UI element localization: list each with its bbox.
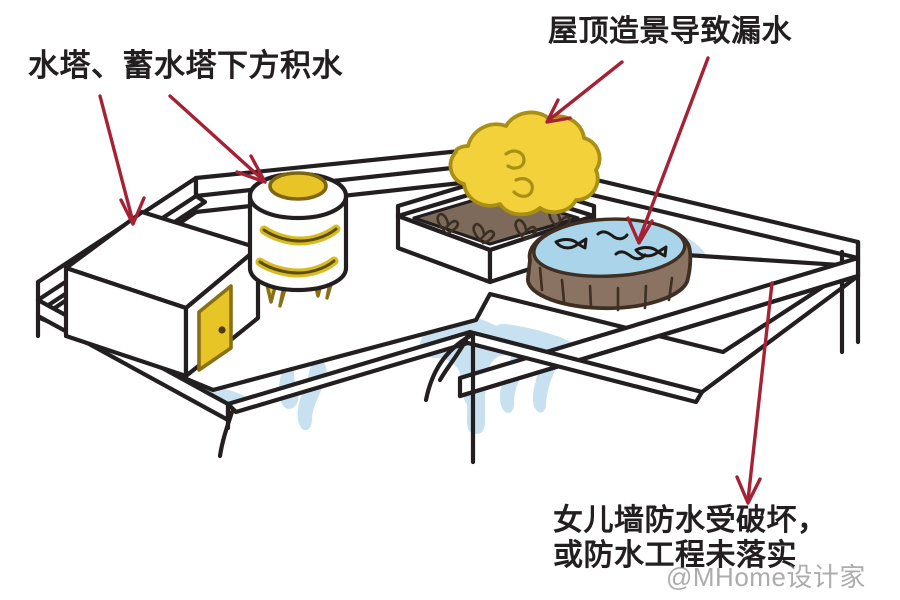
planter-sprouts xyxy=(436,208,572,245)
tank-lid xyxy=(268,171,328,201)
parapet-lower-right-far xyxy=(699,273,861,395)
tank-band-lower-line xyxy=(258,259,336,275)
bush-detail-1 xyxy=(504,149,526,170)
annotation-roof-landscape: 屋顶造景导致漏水 xyxy=(548,15,792,48)
pond-wall-seams xyxy=(538,266,674,312)
arrow-to-pond xyxy=(626,56,710,245)
parapet-right-lower-outer xyxy=(457,273,861,399)
bush-detail-2 xyxy=(512,177,534,198)
stairwell-box xyxy=(63,209,261,379)
facade-left-corner xyxy=(217,409,235,459)
rooftop-pond xyxy=(526,217,693,312)
facade-notch-curve xyxy=(423,333,473,403)
arrow-to-parapet xyxy=(735,281,774,505)
arrow-to-bush xyxy=(545,60,624,124)
facade-notch-corner xyxy=(437,337,469,383)
rooftop-bush xyxy=(448,110,602,217)
stairwell-door-panel xyxy=(197,284,233,372)
pond-water xyxy=(532,217,687,278)
annotation-parapet-waterproofing: 女儿墙防水受破坏， 或防水工程未落实 xyxy=(553,504,828,573)
arrow-to-stairhouse xyxy=(98,94,146,226)
door-knob-icon xyxy=(218,326,226,334)
annotation-water-tank: 水塔、蓄水塔下方积水 xyxy=(28,48,343,83)
water-tank xyxy=(247,171,349,308)
pond-fish xyxy=(554,230,668,261)
arrow-to-water-tank xyxy=(168,94,267,184)
tank-band-upper-line xyxy=(262,227,338,243)
watermark: @MHome设计家 xyxy=(666,562,866,592)
